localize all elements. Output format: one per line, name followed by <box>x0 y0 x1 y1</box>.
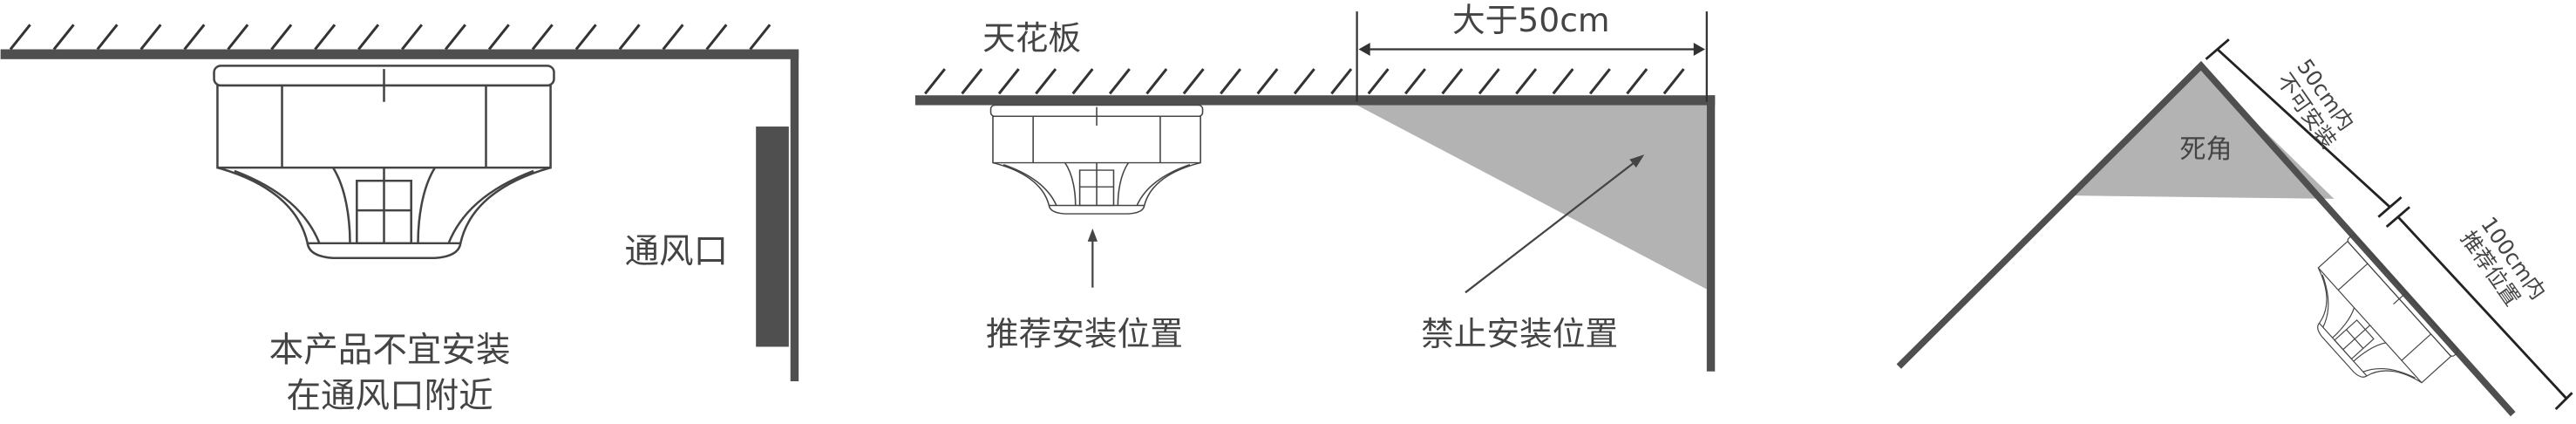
hatch-mark <box>749 24 771 51</box>
hatch-mark <box>1293 68 1315 95</box>
dead-angle-label: 死角 <box>2179 134 2232 165</box>
hatch-mark <box>1330 68 1353 95</box>
hatch-mark <box>52 24 75 51</box>
hatch-mark <box>531 24 554 51</box>
hatch-mark <box>314 24 336 51</box>
hatch-mark <box>1662 68 1685 95</box>
arrow-head-right <box>1693 42 1705 57</box>
panel-vent: 通风口 本产品不宜安装 在通风口附近 <box>0 24 799 416</box>
note-line2: 在通风口附近 <box>286 376 493 416</box>
wall <box>1706 95 1716 372</box>
hatch-mark <box>139 24 162 51</box>
hatch-mark <box>270 24 293 51</box>
dead-angle-zone <box>2072 69 2335 199</box>
hatch-mark <box>1441 68 1464 95</box>
hatch-mark <box>1108 68 1131 95</box>
hatch-mark <box>1145 68 1168 95</box>
ceiling <box>914 95 1716 106</box>
forbidden-arrow <box>1465 160 1637 294</box>
smoke-detector <box>213 65 555 260</box>
hatch-mark <box>1367 68 1390 95</box>
hatch-mark <box>1626 68 1648 95</box>
hatch-mark <box>227 24 249 51</box>
panel-peak: 死角 50cm内 不可安装 100cm内 推荐位置 <box>1896 38 2573 417</box>
hatch-mark <box>183 24 206 51</box>
forbidden-label: 禁止安装位置 <box>1421 315 1618 353</box>
hatch-mark <box>1515 68 1538 95</box>
hatch-mark <box>1220 68 1242 95</box>
panel-ceiling: 大于50cm 天花板 推荐安装位置 禁止安装位置 <box>914 1 1716 372</box>
ceiling-label: 天花板 <box>982 19 1081 58</box>
hatch-mark <box>924 68 946 95</box>
hatch-mark <box>1035 68 1057 95</box>
dimension-no-install <box>2205 38 2403 218</box>
forbidden-arrow-head <box>1629 154 1645 168</box>
hatch-mark <box>1552 68 1574 95</box>
ceiling <box>0 49 799 59</box>
hatch-mark <box>662 24 684 51</box>
hatch-mark <box>1588 68 1611 95</box>
hatch-mark <box>997 68 1020 95</box>
hatch-mark <box>1256 68 1279 95</box>
dimension-recommended <box>2385 206 2573 411</box>
roof-slopes <box>1896 60 2516 417</box>
hatch-mark <box>487 24 510 51</box>
hatch-mark <box>618 24 641 51</box>
hatch-mark <box>1478 68 1500 95</box>
hatch-mark <box>96 24 119 51</box>
hatch-mark <box>1071 68 1094 95</box>
vent-label: 通风口 <box>624 231 728 271</box>
recommended-arrow-head <box>1087 228 1098 242</box>
ceiling-hatch <box>924 68 1685 95</box>
hatch-mark <box>705 24 728 51</box>
wall <box>790 49 799 382</box>
arrow-head-left <box>1358 42 1370 57</box>
ceiling-hatch <box>9 24 771 51</box>
vent <box>756 127 789 347</box>
hatch-mark <box>574 24 597 51</box>
forbidden-zone <box>1356 105 1707 290</box>
hatch-mark <box>357 24 380 51</box>
note-line1: 本产品不宜安装 <box>269 330 511 370</box>
hatch-mark <box>1404 68 1426 95</box>
hatch-mark <box>1182 68 1205 95</box>
hatch-mark <box>961 68 983 95</box>
smoke-detector <box>989 104 1204 215</box>
recommended-label: 推荐安装位置 <box>986 315 1183 353</box>
distance-label: 大于50cm <box>1452 1 1610 39</box>
hatch-mark <box>401 24 424 51</box>
hatch-mark <box>9 24 31 51</box>
hatch-mark <box>444 24 466 51</box>
